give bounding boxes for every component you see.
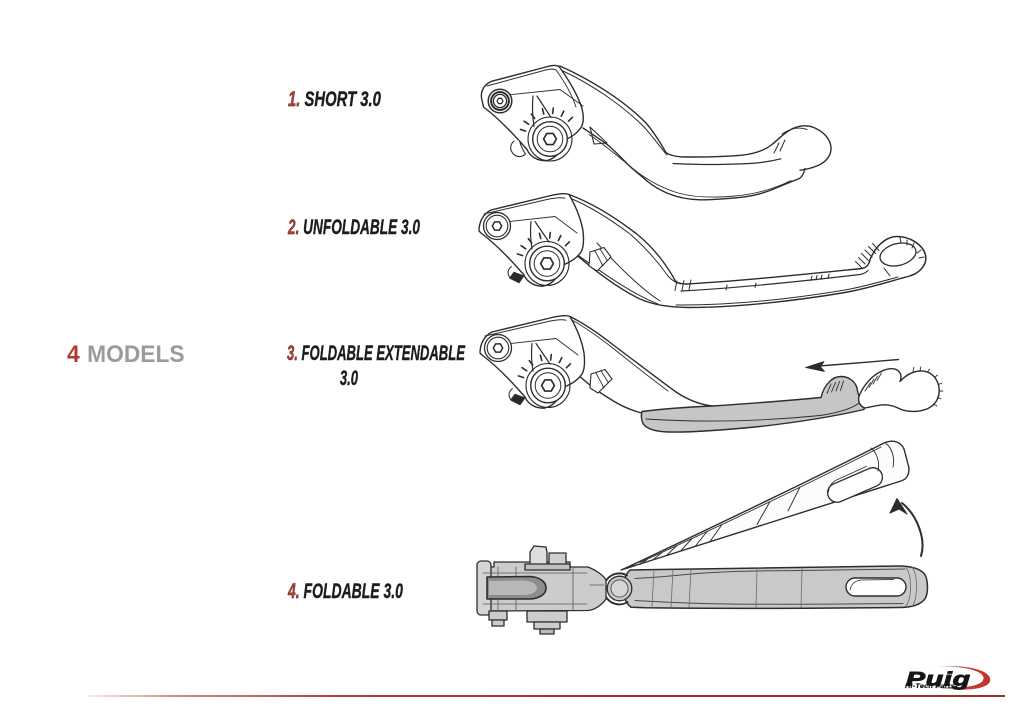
svg-text:Puig: Puig — [906, 669, 971, 690]
svg-text:Hi-Tech Parts: Hi-Tech Parts — [905, 683, 955, 689]
